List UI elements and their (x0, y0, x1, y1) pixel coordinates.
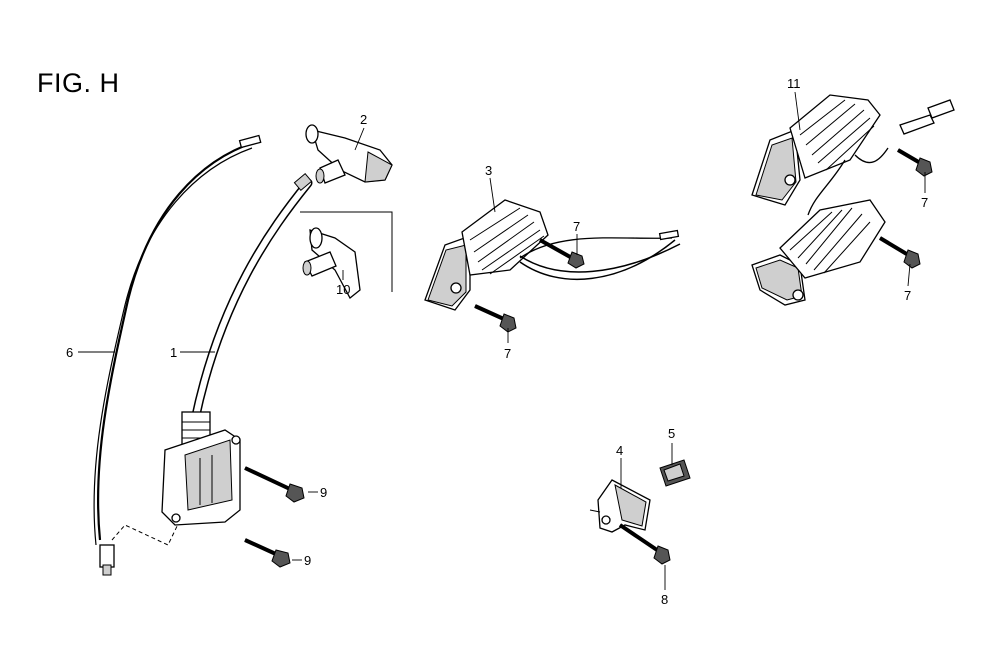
callout-7-d: 7 (904, 288, 911, 303)
callout-5: 5 (668, 426, 675, 441)
part-7-bolt-a[interactable] (539, 238, 585, 269)
part-9-bolt-lower[interactable] (244, 538, 291, 568)
callout-8: 8 (661, 592, 668, 607)
callout-11: 11 (787, 76, 801, 91)
part-10-spark-plug-cap-alt[interactable] (300, 211, 393, 299)
part-9-bolt-upper[interactable] (244, 466, 305, 503)
callout-6: 6 (66, 345, 73, 360)
part-5-clip[interactable] (659, 459, 691, 487)
callout-7-a: 7 (573, 219, 580, 234)
part-1-ignition-coil[interactable] (161, 172, 313, 526)
callout-labels: 6 1 2 3 7 7 10 11 7 7 4 5 8 9 9 (66, 76, 928, 607)
callout-7-b: 7 (504, 346, 511, 361)
figure-title: FIG. H (37, 68, 120, 98)
part-11-charge-coils[interactable] (751, 94, 889, 306)
callout-2: 2 (360, 112, 367, 127)
part-8-bolt[interactable] (618, 523, 671, 565)
part-7-bolt-b[interactable] (474, 304, 517, 333)
callout-7-c: 7 (921, 195, 928, 210)
connector-top-right (899, 99, 955, 135)
part-3-exciter-coil[interactable] (424, 199, 681, 311)
leader-lines (78, 91, 926, 590)
part-4-bracket[interactable] (589, 479, 651, 533)
part-7-bolt-d[interactable] (878, 236, 921, 269)
callout-9-a: 9 (320, 485, 327, 500)
callout-1: 1 (170, 345, 177, 360)
part-6-ground-wire[interactable] (93, 134, 262, 576)
callout-10: 10 (336, 282, 350, 297)
part-7-bolt-c[interactable] (896, 148, 933, 177)
callout-3: 3 (485, 163, 492, 178)
part-2-spark-plug-cap[interactable] (305, 124, 393, 184)
callout-4: 4 (616, 443, 623, 458)
callout-9-b: 9 (304, 553, 311, 568)
